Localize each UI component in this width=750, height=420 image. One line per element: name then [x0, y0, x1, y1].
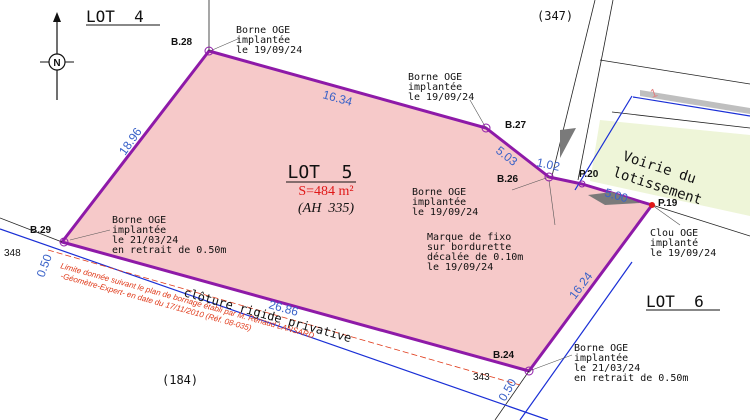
annotation-b24-line: en retrait de 0.50m	[574, 373, 688, 384]
annotation-fixo: Marque de fixo sur bordurette décalée de…	[427, 232, 523, 273]
annotation-b29-line: implantée	[112, 224, 166, 236]
annotation-p19-line: le 19/09/24	[650, 248, 716, 259]
annotation-b27: Borne OGE implantée le 19/09/24	[408, 72, 474, 103]
annotation-b26-line: Borne OGE	[412, 187, 466, 198]
annotation-b29-line: en retrait de 0.50m	[112, 245, 226, 256]
annotation-p19-line: implanté	[650, 237, 698, 249]
cadastral-blue-lines	[0, 95, 750, 420]
lot4-label: LOT 4	[86, 7, 144, 26]
annotation-b26-line: implantée	[412, 196, 466, 208]
annotation-b24-line: Borne OGE	[574, 343, 628, 354]
annotation-b26-line: le 19/09/24	[412, 207, 478, 218]
annotation-b29-line: Borne OGE	[112, 215, 166, 226]
point-b26: B.26	[497, 174, 519, 185]
annotation-fixo-line: décalée de 0.10m	[427, 251, 523, 263]
point-b27: B.27	[505, 120, 527, 131]
hatch-band	[640, 90, 750, 114]
grey-triangle-marker	[560, 128, 576, 158]
limite-line	[47, 249, 521, 386]
annotation-fixo-line: le 19/09/24	[427, 262, 493, 273]
annotation-b27-line: Borne OGE	[408, 72, 462, 83]
marker-b26	[544, 172, 554, 182]
annotation-b27-line: le 19/09/24	[408, 92, 474, 103]
marker-b27	[481, 123, 491, 133]
lot5-surface: S=484 m²	[298, 184, 353, 199]
voirie-area	[590, 120, 750, 216]
annotation-b28-line: Borne OGE	[236, 25, 290, 36]
point-p19: P.19	[658, 198, 678, 209]
survey-markers	[59, 46, 586, 376]
annotation-b28-line: le 19/09/24	[236, 45, 302, 56]
parcel-184: (184)	[162, 373, 198, 387]
annotation-p19: Clou OGE implanté le 19/09/24	[650, 228, 716, 259]
marker-p19	[649, 202, 655, 208]
north-arrow-label: N	[53, 58, 60, 69]
leader-lines	[69, 37, 681, 372]
point-p20: P.20	[579, 169, 599, 180]
parcel-343: 343	[473, 372, 490, 383]
point-b29: B.29	[30, 225, 52, 236]
annotation-b24-line: implantée	[574, 352, 628, 364]
dim-1-02: 1.02	[535, 155, 561, 174]
lot5-label: LOT 5	[287, 162, 352, 183]
annotation-p19-line: Clou OGE	[650, 228, 698, 239]
annotation-b26: Borne OGE implantée le 19/09/24	[412, 187, 478, 218]
dim-1-top: 1	[648, 85, 659, 101]
north-arrow	[40, 12, 74, 100]
grey-arrow-marker	[588, 192, 640, 205]
parcel-348: 348	[4, 248, 21, 259]
lot5-cadastral-ref: (AH 335)	[298, 201, 354, 216]
lot6-label: LOT 6	[646, 292, 704, 311]
marker-b29	[59, 237, 69, 247]
point-b24: B.24	[493, 350, 515, 361]
annotation-b27-line: implantée	[408, 81, 462, 93]
marker-b28	[204, 46, 214, 56]
annotation-b28: Borne OGE implantée le 19/09/24	[236, 25, 302, 56]
point-b28: B.28	[171, 37, 193, 48]
annotation-b29-line: le 21/03/24	[112, 235, 178, 246]
lot5-parcel	[60, 49, 654, 373]
annotation-b29: Borne OGE implantée le 21/03/24 en retra…	[112, 215, 226, 256]
dim-0-50-left: 0.50	[34, 252, 55, 279]
dim-5-00: 5.00	[603, 185, 630, 205]
annotation-b24-line: le 21/03/24	[574, 363, 640, 374]
parcel-347: (347)	[537, 9, 573, 23]
annotation-fixo-line: Marque de fixo	[427, 232, 511, 243]
marker-b24	[524, 366, 534, 376]
marker-p20	[578, 180, 586, 188]
annotation-fixo-line: sur bordurette	[427, 242, 511, 253]
annotation-b24: Borne OGE implantée le 21/03/24 en retra…	[574, 343, 688, 384]
annotation-b28-line: implantée	[236, 34, 290, 46]
